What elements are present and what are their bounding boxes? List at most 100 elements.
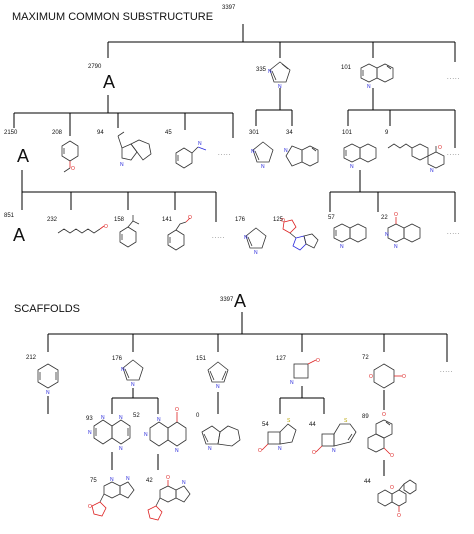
- azetidinone-structure: O N: [290, 358, 320, 386]
- mcs-node-232: 232 O: [47, 217, 108, 234]
- node-count: 42: [146, 478, 153, 484]
- svg-text:N: N: [198, 141, 202, 147]
- mcs-more-level2-a: .....: [218, 151, 231, 157]
- pyrrole-structure: N: [207, 361, 229, 390]
- oxolanyl-purinone-structure: O N: [147, 475, 191, 521]
- indole-structure: N: [201, 425, 241, 452]
- node-count: 2790: [88, 64, 102, 70]
- scaffolds-title: SCAFFOLDS: [14, 303, 80, 315]
- node-count: 301: [249, 130, 260, 136]
- cephem-structure: O S N: [312, 418, 357, 456]
- svg-text:N: N: [119, 415, 123, 421]
- svg-text:N: N: [278, 446, 282, 452]
- svg-text:N: N: [120, 162, 124, 168]
- mcs-node-101: 101 N: [341, 63, 456, 148]
- svg-text:N: N: [110, 477, 114, 483]
- svg-text:N: N: [251, 149, 255, 155]
- imidazole-structure: N N: [244, 227, 267, 256]
- svg-text:O: O: [188, 215, 192, 221]
- scaffold-node-44b: 44 O O: [364, 479, 417, 519]
- node-count: 212: [26, 355, 37, 361]
- svg-text:N: N: [332, 448, 336, 454]
- node-count: 176: [112, 356, 123, 362]
- phenyl-chromone-structure: O O: [377, 479, 417, 519]
- quinoline-structure: N: [343, 143, 377, 170]
- mcs-edges-level1: [107, 24, 456, 62]
- svg-text:N: N: [290, 380, 294, 386]
- svg-text:N: N: [216, 384, 220, 390]
- node-count: 101: [341, 65, 352, 71]
- svg-text:O: O: [71, 166, 75, 172]
- alkyl-chain-structure: O: [57, 224, 108, 234]
- quinoline-structure: N: [333, 223, 367, 250]
- node-count: 44: [309, 422, 316, 428]
- svg-text:N: N: [284, 148, 288, 154]
- node-count: 75: [90, 478, 97, 484]
- oxolanyl-benzimidazole-structure: O: [281, 218, 319, 251]
- quinazolinone-structure: O N N: [385, 212, 421, 250]
- node-count: 44: [364, 479, 371, 485]
- mcs-node-851: 851 A: [4, 213, 25, 245]
- svg-text:N: N: [430, 168, 434, 174]
- phenyl-ether-structure: O: [167, 215, 192, 251]
- isopropylbenzene-structure: [119, 215, 140, 248]
- mcs-node-94: 94 N: [97, 130, 152, 168]
- svg-text:O: O: [369, 374, 373, 380]
- node-count: 94: [97, 130, 104, 136]
- svg-text:S: S: [344, 418, 348, 424]
- svg-text:N: N: [121, 367, 125, 373]
- svg-text:O: O: [104, 224, 108, 230]
- node-count: 151: [196, 356, 207, 362]
- mcs-section: MAXIMUM COMMON SUBSTRUCTURE 3397 2790 A …: [4, 5, 460, 256]
- scaffold-node-0: 0 N: [196, 413, 241, 452]
- svg-text:N: N: [126, 476, 130, 482]
- benzimidazole-structure: N: [284, 145, 319, 167]
- mcs-root-count: 3397: [222, 5, 236, 11]
- svg-text:O: O: [175, 407, 179, 413]
- svg-text:O: O: [88, 504, 92, 510]
- node-count: 101: [342, 130, 353, 136]
- node-count: 127: [276, 356, 287, 362]
- scaffold-node-212: 212 N: [26, 355, 59, 414]
- node-generic-atom-label: A: [13, 225, 25, 245]
- svg-text:N: N: [182, 480, 186, 486]
- indole-structure: N: [117, 131, 152, 168]
- node-count: 158: [114, 217, 125, 223]
- mcs-node-176: 176 N N: [235, 217, 267, 256]
- svg-text:S: S: [287, 418, 291, 424]
- n-methylaniline-structure: N: [175, 141, 207, 169]
- svg-text:O: O: [390, 453, 394, 459]
- node-count: 57: [328, 215, 335, 221]
- svg-text:O: O: [438, 145, 442, 151]
- mcs-node-22: 22 O N N: [381, 212, 421, 250]
- svg-text:N: N: [367, 84, 371, 90]
- svg-text:O: O: [166, 475, 170, 481]
- scaffold-node-89: 89 O O: [362, 412, 394, 476]
- node-count: 141: [162, 217, 173, 223]
- svg-text:N: N: [119, 446, 123, 452]
- mcs-node-158: 158: [114, 215, 140, 248]
- mcs-node-301: 301 N N: [249, 130, 274, 170]
- oxolanyl-purine-structure: N N O: [88, 476, 135, 517]
- svg-text:N: N: [254, 250, 258, 256]
- node-count: 232: [47, 217, 58, 223]
- imidazole-structure: N N: [121, 359, 144, 388]
- scaffolds-edges-level1: [47, 312, 448, 362]
- mcs-node-45: 45 N: [165, 130, 207, 169]
- mcs-node-2790: 2790 A: [13, 64, 234, 138]
- imidazole-structure: N N: [251, 141, 274, 170]
- node-count: 208: [52, 130, 63, 136]
- scaffold-node-44a: 44 O S N: [309, 418, 357, 456]
- svg-text:O: O: [281, 218, 285, 224]
- svg-text:O: O: [312, 450, 316, 456]
- node-generic-atom-label: A: [103, 72, 115, 92]
- mcs-more-level1: .....: [447, 75, 460, 81]
- svg-text:O: O: [397, 513, 401, 519]
- scaffold-node-54: 54 O S N: [258, 418, 297, 454]
- node-count: 54: [262, 422, 269, 428]
- mcs-title: MAXIMUM COMMON SUBSTRUCTURE: [12, 11, 213, 23]
- svg-text:O: O: [258, 448, 262, 454]
- svg-text:O: O: [316, 358, 320, 364]
- svg-text:O: O: [402, 374, 406, 380]
